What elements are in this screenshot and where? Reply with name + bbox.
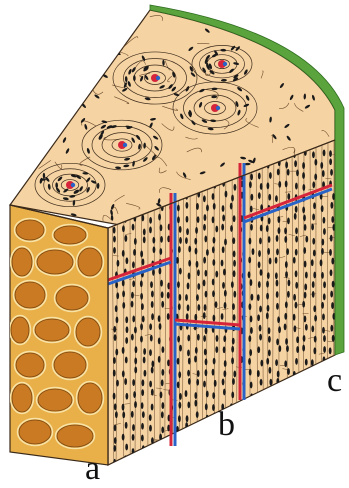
spongy-bone-face xyxy=(10,205,109,465)
label-a: a xyxy=(85,452,100,486)
label-b: b xyxy=(218,408,235,442)
label-c: c xyxy=(327,364,342,398)
